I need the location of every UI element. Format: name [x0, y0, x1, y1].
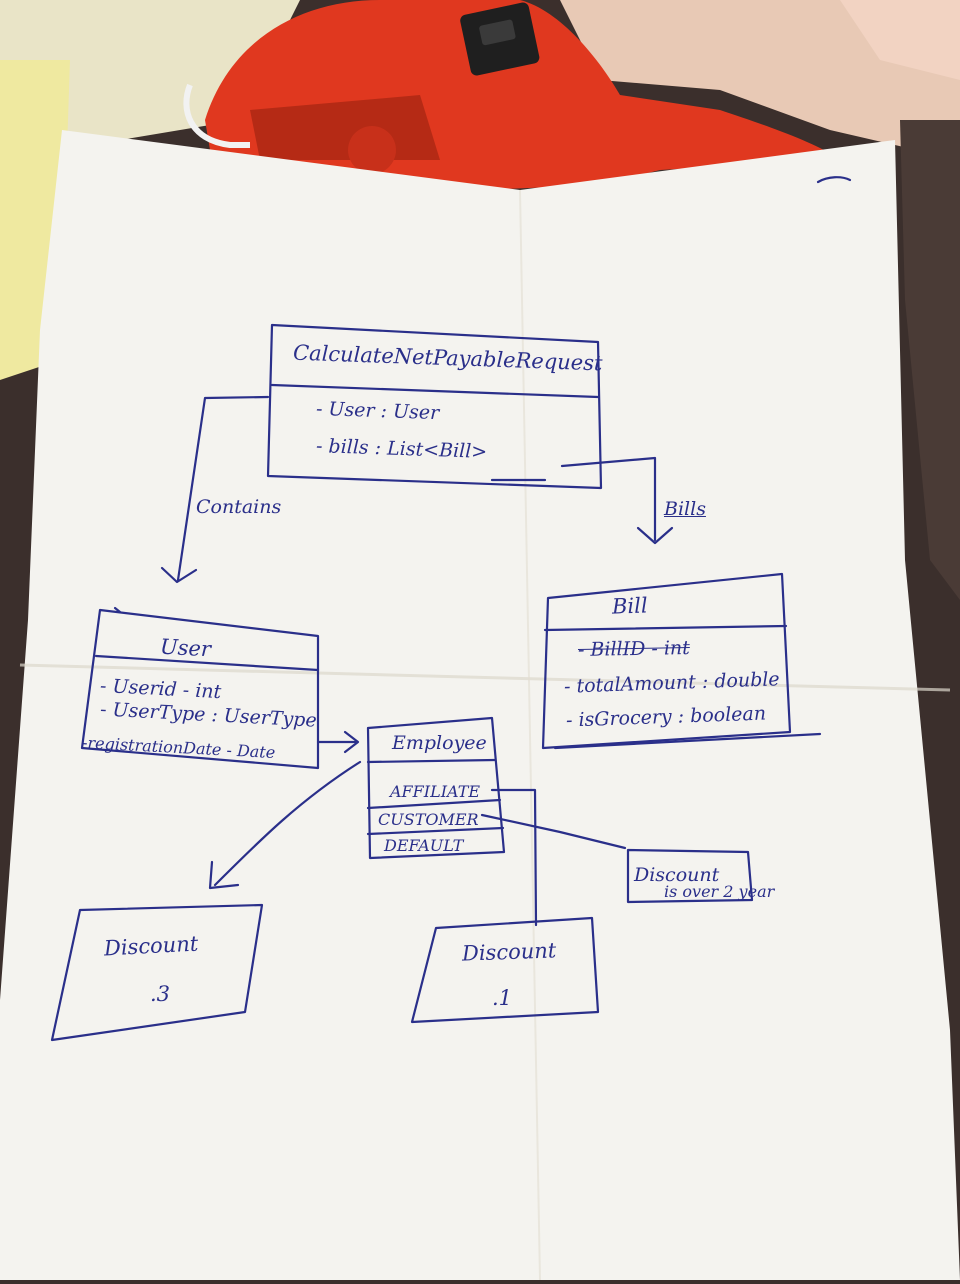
- request-class-box: [266, 323, 603, 490]
- bills-arrow: [490, 456, 674, 545]
- bills-label: Bills: [664, 498, 706, 520]
- discount-over2-title: Discount: [634, 864, 720, 886]
- user-class-name: User: [159, 634, 212, 662]
- customer-to-discount1-line: [490, 788, 538, 927]
- employee-value-affiliate: AFFILIATE: [390, 782, 481, 801]
- contains-arrow: [160, 395, 270, 584]
- discount3-box: [50, 903, 264, 1042]
- usertype-arrow: [316, 730, 360, 754]
- customer-to-discount-over2-line: [480, 813, 627, 850]
- request-attr-user: - User : User: [315, 397, 440, 425]
- discount1-value: .1: [492, 986, 513, 1010]
- discount-over2-box: [626, 848, 754, 904]
- discount1-title: Discount: [461, 938, 557, 966]
- employee-to-discount3-line: [208, 760, 362, 890]
- discount1-box: [410, 916, 600, 1024]
- employee-enum-name: Employee: [392, 732, 487, 754]
- discount3-title: Discount: [103, 931, 199, 961]
- bill-class-box: [541, 572, 822, 750]
- employee-value-default: DEFAULT: [384, 836, 464, 855]
- discount-over2-subtitle: is over 2 year: [664, 882, 775, 901]
- employee-enum-box: [366, 716, 506, 860]
- discount3-value: .3: [150, 982, 171, 1006]
- contains-label: Contains: [196, 496, 282, 518]
- paper-surface: [0, 130, 960, 1280]
- user-class-box: [80, 606, 320, 770]
- bill-class-name: Bill: [611, 593, 648, 619]
- bill-attr-billid: - BillID - int: [577, 637, 691, 661]
- employee-value-customer: CUSTOMER: [378, 810, 479, 829]
